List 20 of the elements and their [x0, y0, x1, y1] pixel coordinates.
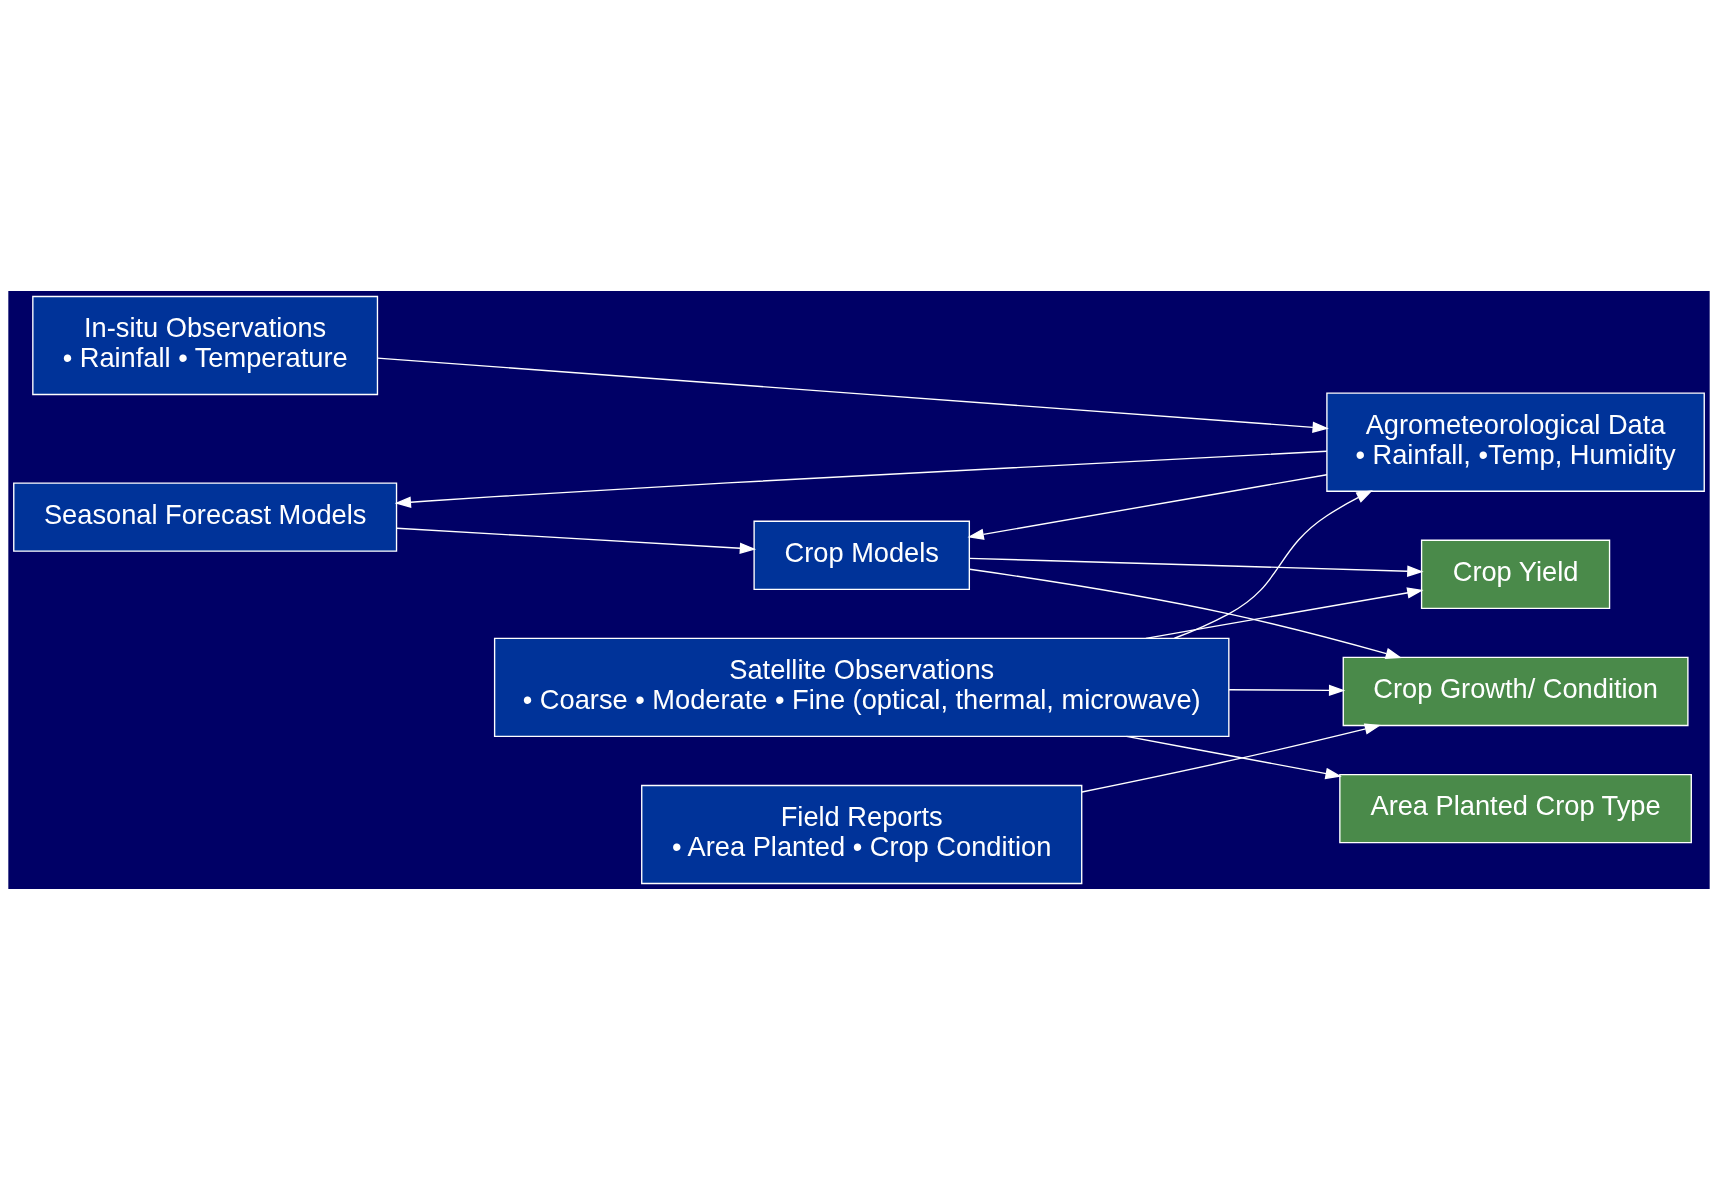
arrow [376, 356, 1329, 433]
node-box: In-situ Observations • Rainfall • Temperature [32, 295, 379, 395]
arrow [967, 473, 1328, 540]
arrow [394, 450, 1328, 508]
node-box: Crop Models [753, 520, 970, 590]
arrow [1125, 735, 1342, 779]
node-box: Crop Yield [1420, 539, 1611, 609]
arrow [1228, 684, 1346, 696]
arrow [396, 527, 757, 554]
node-box: Agrometeorological Data • Rainfall, •Temp, Humidity [1326, 392, 1705, 492]
arrow [1173, 489, 1373, 639]
node-box: Satellite Observations • Coarse • Moderate • Fine (optical, thermal, microwave) [493, 637, 1230, 737]
arrow [968, 557, 1424, 577]
node-box: Field Reports • Area Planted • Crop Condition [641, 784, 1083, 884]
arrow [1145, 586, 1424, 639]
arrow [1081, 722, 1382, 793]
node-box: Seasonal Forecast Models [13, 481, 398, 552]
node-box: Area Planted Crop Type [1339, 773, 1692, 843]
node-box: Crop Growth/ Condition [1342, 656, 1689, 726]
arrow [969, 568, 1402, 659]
